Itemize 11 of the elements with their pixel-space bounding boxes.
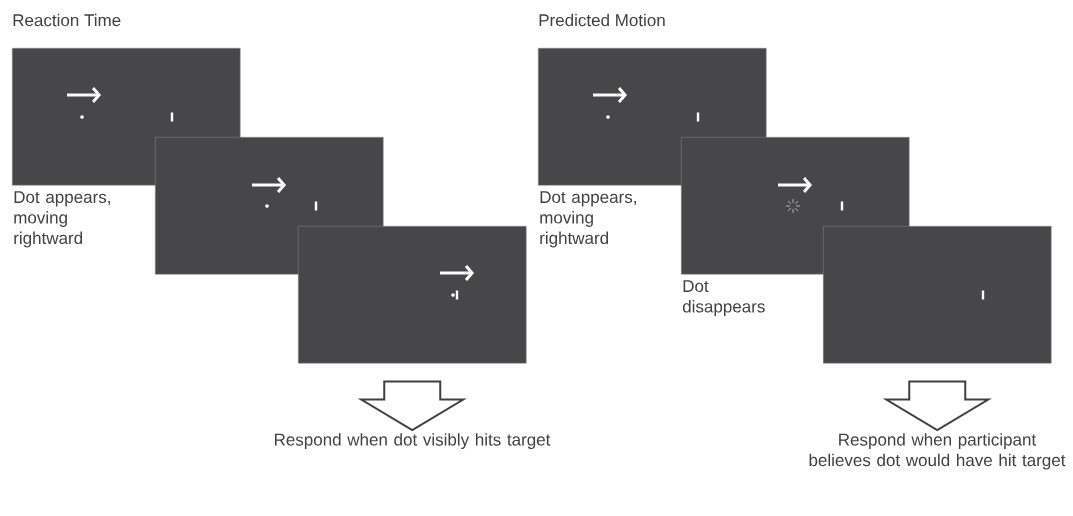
response-text: Respond when dot visibly hits target xyxy=(274,433,551,450)
screen-panel xyxy=(823,226,1052,364)
screen-caption: Dot appears, moving rightward xyxy=(540,191,636,248)
block-arrow xyxy=(882,380,992,432)
response-text: Respond when participant believes dot would have hit target xyxy=(809,433,1066,470)
block-arrow xyxy=(357,380,467,432)
screen-caption: Dot disappears xyxy=(682,280,765,316)
panel-title: Predicted Motion xyxy=(539,13,665,27)
panel-title: Reaction Time xyxy=(13,13,121,27)
screen-caption: Dot appears, moving rightward xyxy=(14,191,110,248)
screen-panel xyxy=(298,226,527,364)
